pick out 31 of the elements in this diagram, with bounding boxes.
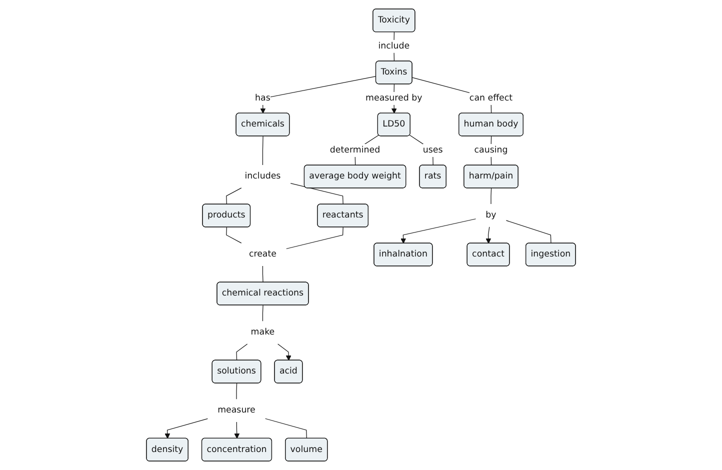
connector bbox=[226, 188, 242, 205]
connector bbox=[262, 304, 264, 322]
arrow bbox=[234, 422, 240, 439]
edge-label: determined bbox=[330, 145, 380, 156]
node-text: create bbox=[248, 249, 276, 260]
connector bbox=[262, 136, 264, 166]
connector bbox=[236, 344, 248, 361]
edge-label: causing bbox=[474, 145, 508, 156]
edge-label: can effect bbox=[469, 93, 513, 104]
node-text: includes bbox=[244, 171, 281, 182]
connector bbox=[262, 266, 264, 283]
arrow bbox=[164, 418, 208, 439]
arrow bbox=[278, 344, 292, 361]
node-text: by bbox=[486, 210, 496, 220]
connector bbox=[290, 182, 344, 205]
connector bbox=[490, 188, 492, 204]
arrow bbox=[260, 76, 376, 114]
connector bbox=[226, 226, 242, 244]
edge-label: uses bbox=[422, 145, 443, 156]
connector bbox=[506, 220, 552, 244]
connector bbox=[265, 418, 307, 439]
connector bbox=[236, 383, 238, 400]
edge-label: include bbox=[378, 41, 410, 52]
edge-label: has bbox=[255, 93, 270, 104]
node-text: make bbox=[250, 327, 275, 338]
node-text: measure bbox=[218, 405, 256, 416]
arrow bbox=[486, 226, 492, 244]
arrow bbox=[400, 218, 476, 244]
connector bbox=[409, 134, 434, 166]
connector bbox=[286, 226, 344, 250]
edge-label: measured by bbox=[366, 93, 422, 104]
